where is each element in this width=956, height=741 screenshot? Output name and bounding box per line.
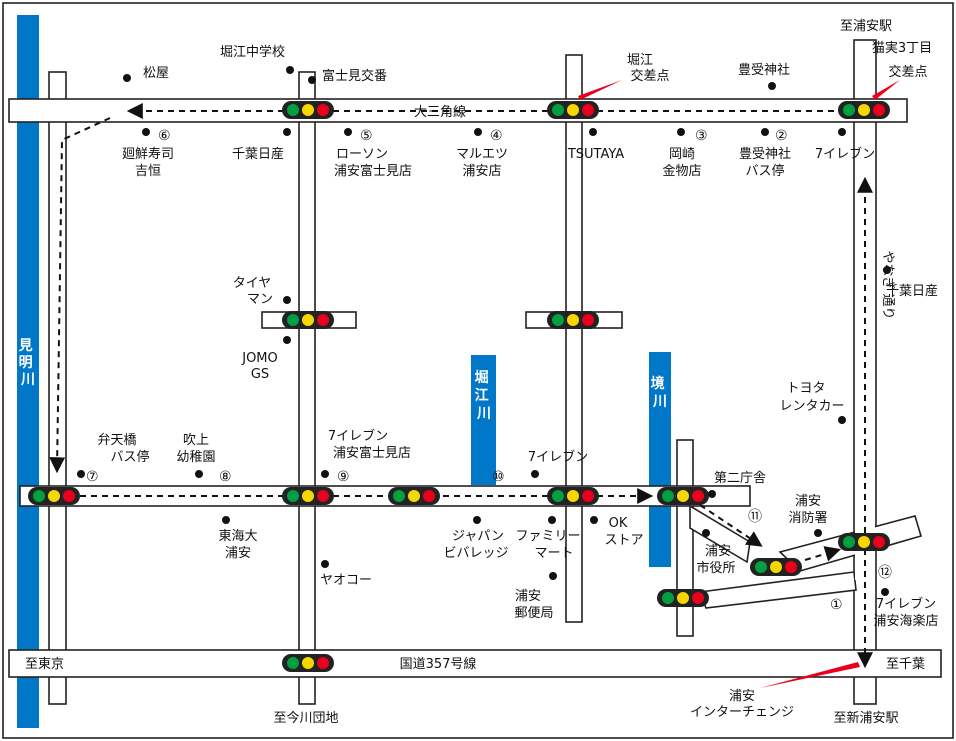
signal-icon	[547, 487, 599, 505]
ic-label: 浦安インターチェンジ	[690, 689, 794, 720]
marker-10: ⑩	[492, 469, 505, 485]
signal-icon	[838, 533, 890, 551]
to-tokyo: 至東京	[25, 656, 64, 672]
signal-icon	[657, 487, 709, 505]
place-tsutaya: TSUTAYA	[567, 147, 624, 162]
signal-icon	[750, 558, 802, 576]
river-sakai-label: 境 川	[651, 375, 670, 410]
route357-label: 国道357号線	[400, 656, 477, 672]
road-357	[8, 649, 942, 678]
river-horie-label: 堀 江 川	[475, 370, 494, 422]
marker-1: ①	[830, 597, 843, 613]
daisankaku-road-label: 大三角線	[414, 104, 466, 120]
roads	[8, 39, 942, 705]
signals	[28, 101, 890, 672]
place-kaisen: 廻鮮寿司吉恒	[122, 147, 174, 179]
place-tire-man: タイヤマン	[233, 276, 273, 307]
place-lawson: ローソン浦安富士見店	[334, 147, 412, 179]
place-seven-fujimi: 7イレブン浦安富士見店	[328, 428, 411, 461]
pointer-nekozane	[872, 80, 900, 100]
place-fukiage: 吹上幼稚園	[176, 433, 215, 465]
signal-icon	[547, 101, 599, 119]
pointer-ic	[760, 662, 860, 688]
place-chiba-nissan-2: 千葉日産	[886, 283, 938, 299]
to-urayasu-station: 至浦安駅	[840, 19, 892, 34]
place-seven-top: 7イレブン	[815, 146, 875, 162]
to-shin-urayasu: 至新浦安駅	[833, 710, 898, 726]
place-tokai: 東海大浦安	[218, 528, 257, 561]
to-imagawa: 至今川団地	[273, 710, 338, 726]
river-sakai	[649, 352, 671, 567]
place-chiba-nissan-1: 千葉日産	[232, 146, 284, 162]
signal-icon	[282, 487, 334, 505]
signal-icon	[282, 311, 334, 329]
nekozane-crossing-label: 猫実3丁目交差点	[872, 40, 932, 80]
river-mimei	[17, 15, 39, 728]
place-dai2-chosha: 第二庁舎	[714, 471, 766, 486]
marker-11: ⑪	[748, 509, 762, 525]
signal-icon	[838, 101, 890, 119]
place-shiyakusho: 浦安市役所	[696, 544, 735, 576]
place-toyouke-shrine: 豊受神社	[738, 62, 790, 78]
signal-icon	[282, 101, 334, 119]
landmark-dots	[77, 66, 891, 596]
signal-icon	[28, 487, 80, 505]
marker-12: ⑫	[878, 565, 892, 581]
place-yubinkyoku: 浦安郵便局	[514, 589, 553, 621]
place-okazaki: 岡崎金物店	[662, 147, 701, 179]
place-shobosho: 浦安消防署	[788, 494, 827, 526]
signal-icon	[388, 487, 440, 505]
road-diag-a	[689, 504, 751, 564]
signal-icon	[282, 654, 334, 672]
place-yaokoo: ヤオコー	[320, 573, 372, 588]
place-matsuya: 松屋	[143, 66, 169, 81]
place-horie-jhs: 堀江中学校	[220, 44, 285, 60]
marker-9: ⑨	[337, 469, 350, 485]
road-v568	[565, 54, 583, 623]
place-family-mart: ファミリーマート	[515, 529, 580, 561]
place-toyota: トヨタレンタカー	[779, 381, 844, 414]
marker-3: ③	[695, 128, 708, 144]
river-horie	[471, 355, 496, 485]
to-chiba: 至千葉	[886, 657, 925, 672]
river-mimei-label: 見 明 川	[18, 338, 38, 388]
marker-5: ⑤	[360, 128, 373, 144]
place-maruetsu: マルエツ浦安店	[456, 147, 508, 179]
road-v300	[298, 71, 316, 705]
place-toyouke-bus: 豊受神社バス停	[739, 146, 791, 179]
place-benten: 弁天橋バス停	[97, 433, 149, 465]
marker-8: ⑧	[219, 469, 232, 485]
horie-crossing-label: 堀江交差点	[627, 53, 670, 84]
marker-7: ⑦	[86, 469, 99, 485]
place-fujimi-koban: 富士見交番	[322, 68, 387, 84]
place-japan-beverage: ジャパンビバレッジ	[443, 529, 508, 561]
signal-icon	[547, 311, 599, 329]
pointer-horie	[578, 80, 622, 100]
marker-6: ⑥	[158, 128, 171, 144]
signal-icon	[657, 589, 709, 607]
marker-2: ②	[775, 128, 788, 144]
marker-4: ④	[490, 128, 503, 144]
place-seven-mid: 7イレブン	[528, 449, 588, 465]
place-seven-kairaku: 7イレブン浦安海楽店	[873, 596, 938, 629]
